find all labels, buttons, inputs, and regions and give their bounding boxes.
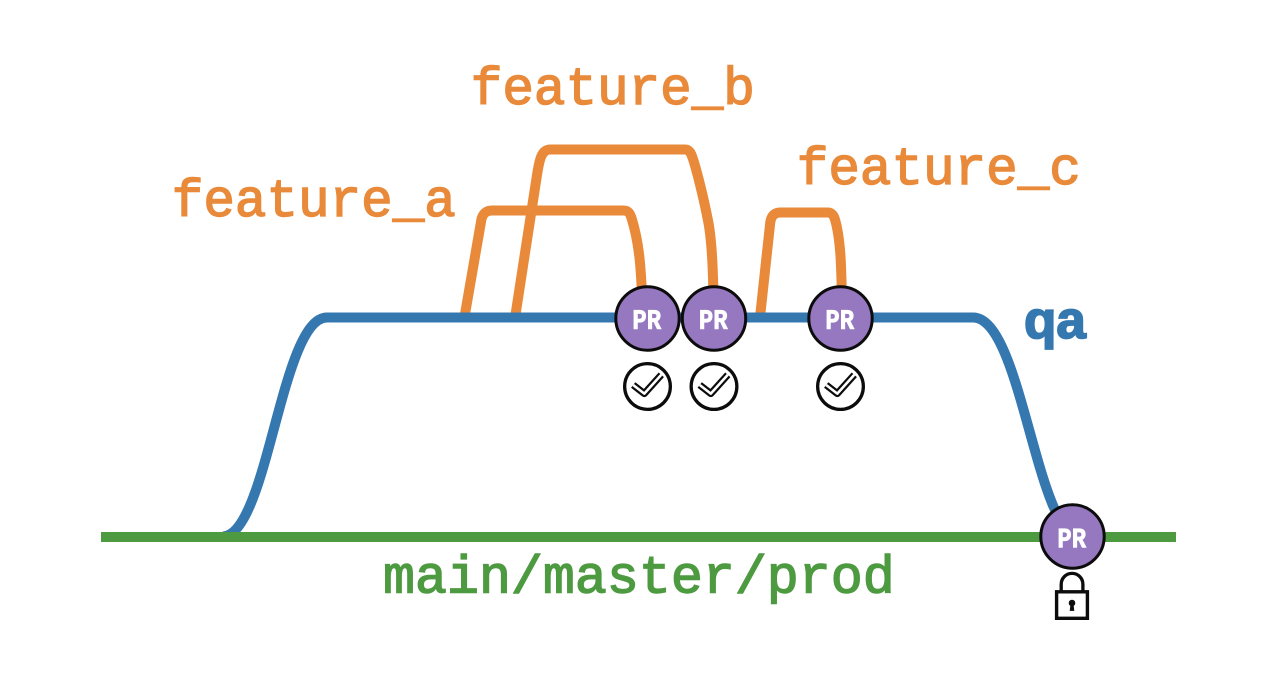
svg-text:main/master/prod: main/master/prod [383,550,895,610]
svg-text:feature_b: feature_b [471,60,755,120]
svg-text:feature_a: feature_a [172,172,456,232]
svg-text:feature_c: feature_c [797,140,1081,200]
svg-text:qa: qa [1024,291,1086,350]
